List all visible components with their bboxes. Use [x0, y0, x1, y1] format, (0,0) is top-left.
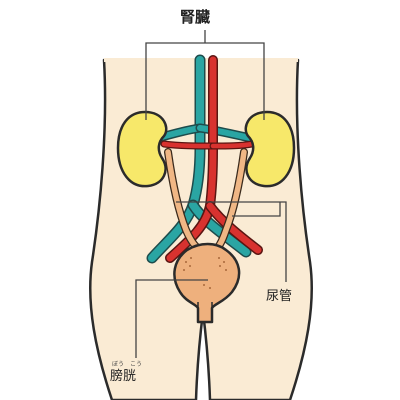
bladder-leader-line [135, 279, 208, 358]
leader-lines [135, 30, 287, 358]
kidney-right [244, 110, 296, 188]
kidney-label: 腎臓 [180, 8, 211, 26]
bladder-label-group: ぼう こう 膀胱 [110, 361, 142, 384]
bladder-texture-dots [183, 257, 227, 289]
artery-aorta [160, 55, 263, 263]
vein-vena-cava [146, 54, 255, 264]
bladder-ruby-1: ぼう [112, 361, 125, 368]
ureter-label: 尿管 [266, 289, 293, 304]
bladder-label: 膀胱 [110, 369, 137, 384]
kidney-left [116, 110, 168, 188]
bladder-ruby-2: こう [130, 361, 143, 368]
kidney-leader-line [145, 30, 265, 120]
ureter-leader-line [176, 201, 287, 282]
bladder [173, 242, 241, 324]
bladder-ruby: ぼう こう [110, 361, 142, 369]
